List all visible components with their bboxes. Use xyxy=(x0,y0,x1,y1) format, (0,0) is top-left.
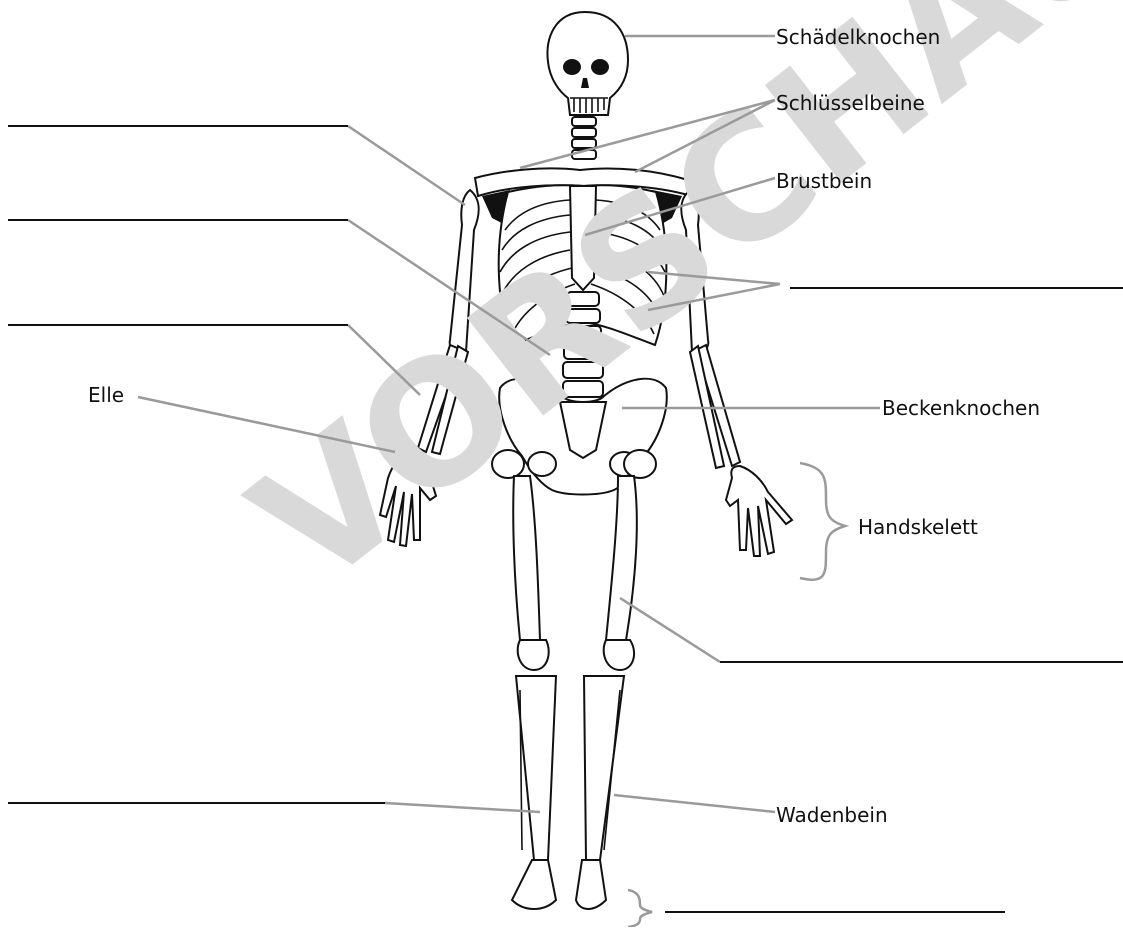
label-hand: Handskelett xyxy=(858,515,978,539)
watermark-text: VORSCHAU xyxy=(219,0,1123,626)
skull xyxy=(547,12,628,115)
label-sternum: Brustbein xyxy=(776,169,872,193)
label-ulna: Elle xyxy=(88,383,124,407)
label-pelvis: Beckenknochen xyxy=(882,396,1040,420)
label-fibula: Wadenbein xyxy=(776,803,888,827)
label-collarbones: Schlüsselbeine xyxy=(776,91,925,115)
right-leg xyxy=(576,450,656,909)
label-skull: Schädelknochen xyxy=(776,25,940,49)
left-leg xyxy=(492,450,556,909)
